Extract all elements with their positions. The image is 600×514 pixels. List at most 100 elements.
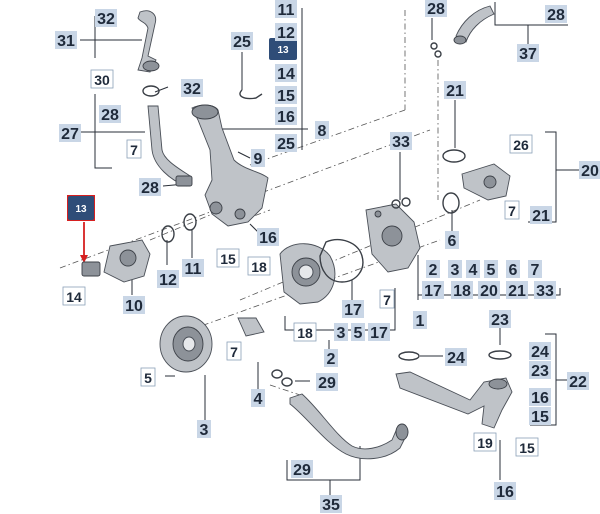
part-label-28: 28 [139, 178, 161, 197]
part-label-30: 30 [90, 69, 114, 89]
part-label-text: 27 [61, 126, 79, 143]
part-label-text: 28 [427, 1, 445, 18]
part-label-5: 5 [351, 323, 365, 342]
part-label-bg [291, 460, 313, 478]
part-label-text: 15 [220, 251, 236, 267]
part-label-24: 24 [445, 348, 467, 367]
part-label-14: 14 [275, 64, 297, 83]
part-label-bg [368, 323, 390, 341]
part-label-bg [529, 407, 551, 425]
part-label-bg [334, 323, 348, 341]
part-label-bg [351, 323, 365, 341]
part-label-text: 25 [277, 136, 295, 153]
part-label-text: 28 [547, 7, 565, 24]
part-pump-body-18 [279, 243, 336, 305]
part-label-29: 29 [316, 373, 338, 392]
part-label-9: 9 [251, 149, 265, 168]
part-label-text: 33 [392, 134, 410, 151]
part-label-text: 2 [327, 351, 336, 368]
part-label-bg [529, 361, 551, 379]
part-label-text: 12 [277, 25, 295, 42]
part-label-bg [530, 206, 552, 224]
part-label-text: 23 [531, 363, 549, 380]
part-label-18: 18 [451, 281, 473, 300]
part-label-text: 21 [446, 83, 464, 100]
part-label-text: 20 [480, 283, 498, 300]
part-label-21: 21 [444, 81, 466, 100]
part-label-bg [506, 281, 528, 299]
part-label-18: 18 [247, 256, 271, 276]
part-label-28: 28 [425, 0, 447, 18]
part-label-bg [126, 139, 142, 159]
part-label-20: 20 [478, 281, 500, 300]
part-label-text: 32 [183, 81, 201, 98]
part-label-text: 6 [448, 233, 457, 250]
part-label-bg [342, 300, 364, 318]
part-hose-top-left [137, 10, 160, 73]
part-label-6: 6 [506, 260, 520, 279]
part-label-text: 17 [424, 283, 442, 300]
part-label-text: 7 [508, 203, 516, 219]
part-label-text: 1 [416, 313, 425, 330]
part-label-3: 3 [334, 323, 348, 342]
part-label-bg [55, 31, 77, 49]
part-label-text: 21 [532, 208, 550, 225]
part-label-bg [567, 372, 589, 390]
part-label-bg [506, 260, 520, 278]
part-label-bg [528, 260, 542, 278]
part-label-text: 24 [531, 344, 549, 361]
part-housing-1 [365, 203, 421, 273]
part-label-21: 21 [506, 281, 528, 300]
badge-13-top: 13 [269, 38, 297, 60]
part-rings-33 [391, 197, 411, 209]
part-label-bg [515, 437, 539, 457]
part-label-23: 23 [489, 310, 511, 329]
part-label-28: 28 [99, 105, 121, 124]
part-label-bg [62, 286, 86, 306]
part-label-text: 4 [254, 391, 263, 408]
part-label-15: 15 [515, 437, 539, 457]
part-label-bg [425, 0, 447, 17]
part-label-text: 29 [293, 462, 311, 479]
part-label-bg [529, 388, 551, 406]
part-label-15: 15 [529, 407, 551, 426]
part-label-text: 16 [259, 230, 277, 247]
part-label-bg [445, 348, 467, 366]
part-label-33: 33 [390, 132, 412, 151]
part-ring-23 [488, 350, 512, 360]
part-label-bg [445, 231, 459, 249]
part-label-bg [257, 228, 279, 246]
part-label-bg [247, 256, 271, 276]
part-label-bg [157, 270, 179, 288]
part-label-16: 16 [257, 228, 279, 247]
part-label-18: 18 [293, 322, 317, 342]
part-bracket-4 [237, 317, 265, 337]
part-label-37: 37 [517, 44, 539, 63]
part-label-text: 33 [536, 283, 554, 300]
part-clamp-32 [142, 85, 160, 97]
part-label-bg [275, 23, 297, 41]
part-label-text: 9 [254, 151, 263, 168]
part-label-bg [315, 121, 329, 139]
part-label-21: 21 [530, 206, 552, 225]
part-label-text: 18 [251, 259, 267, 275]
part-label-bg [489, 310, 511, 328]
part-ring-24 [398, 351, 420, 361]
part-label-bg [426, 260, 440, 278]
part-label-bg [324, 349, 338, 367]
part-label-7: 7 [379, 289, 395, 309]
part-label-bg [390, 132, 412, 150]
part-label-bg [275, 86, 297, 104]
part-label-5: 5 [140, 367, 156, 387]
part-label-12: 12 [275, 23, 297, 42]
part-label-26: 26 [509, 134, 533, 154]
part-label-text: 14 [277, 66, 295, 83]
part-label-bg [197, 420, 211, 438]
part-label-bg [320, 495, 342, 513]
part-label-text: 15 [531, 409, 549, 426]
part-label-17: 17 [342, 300, 364, 319]
part-sensor-25 [239, 89, 263, 100]
